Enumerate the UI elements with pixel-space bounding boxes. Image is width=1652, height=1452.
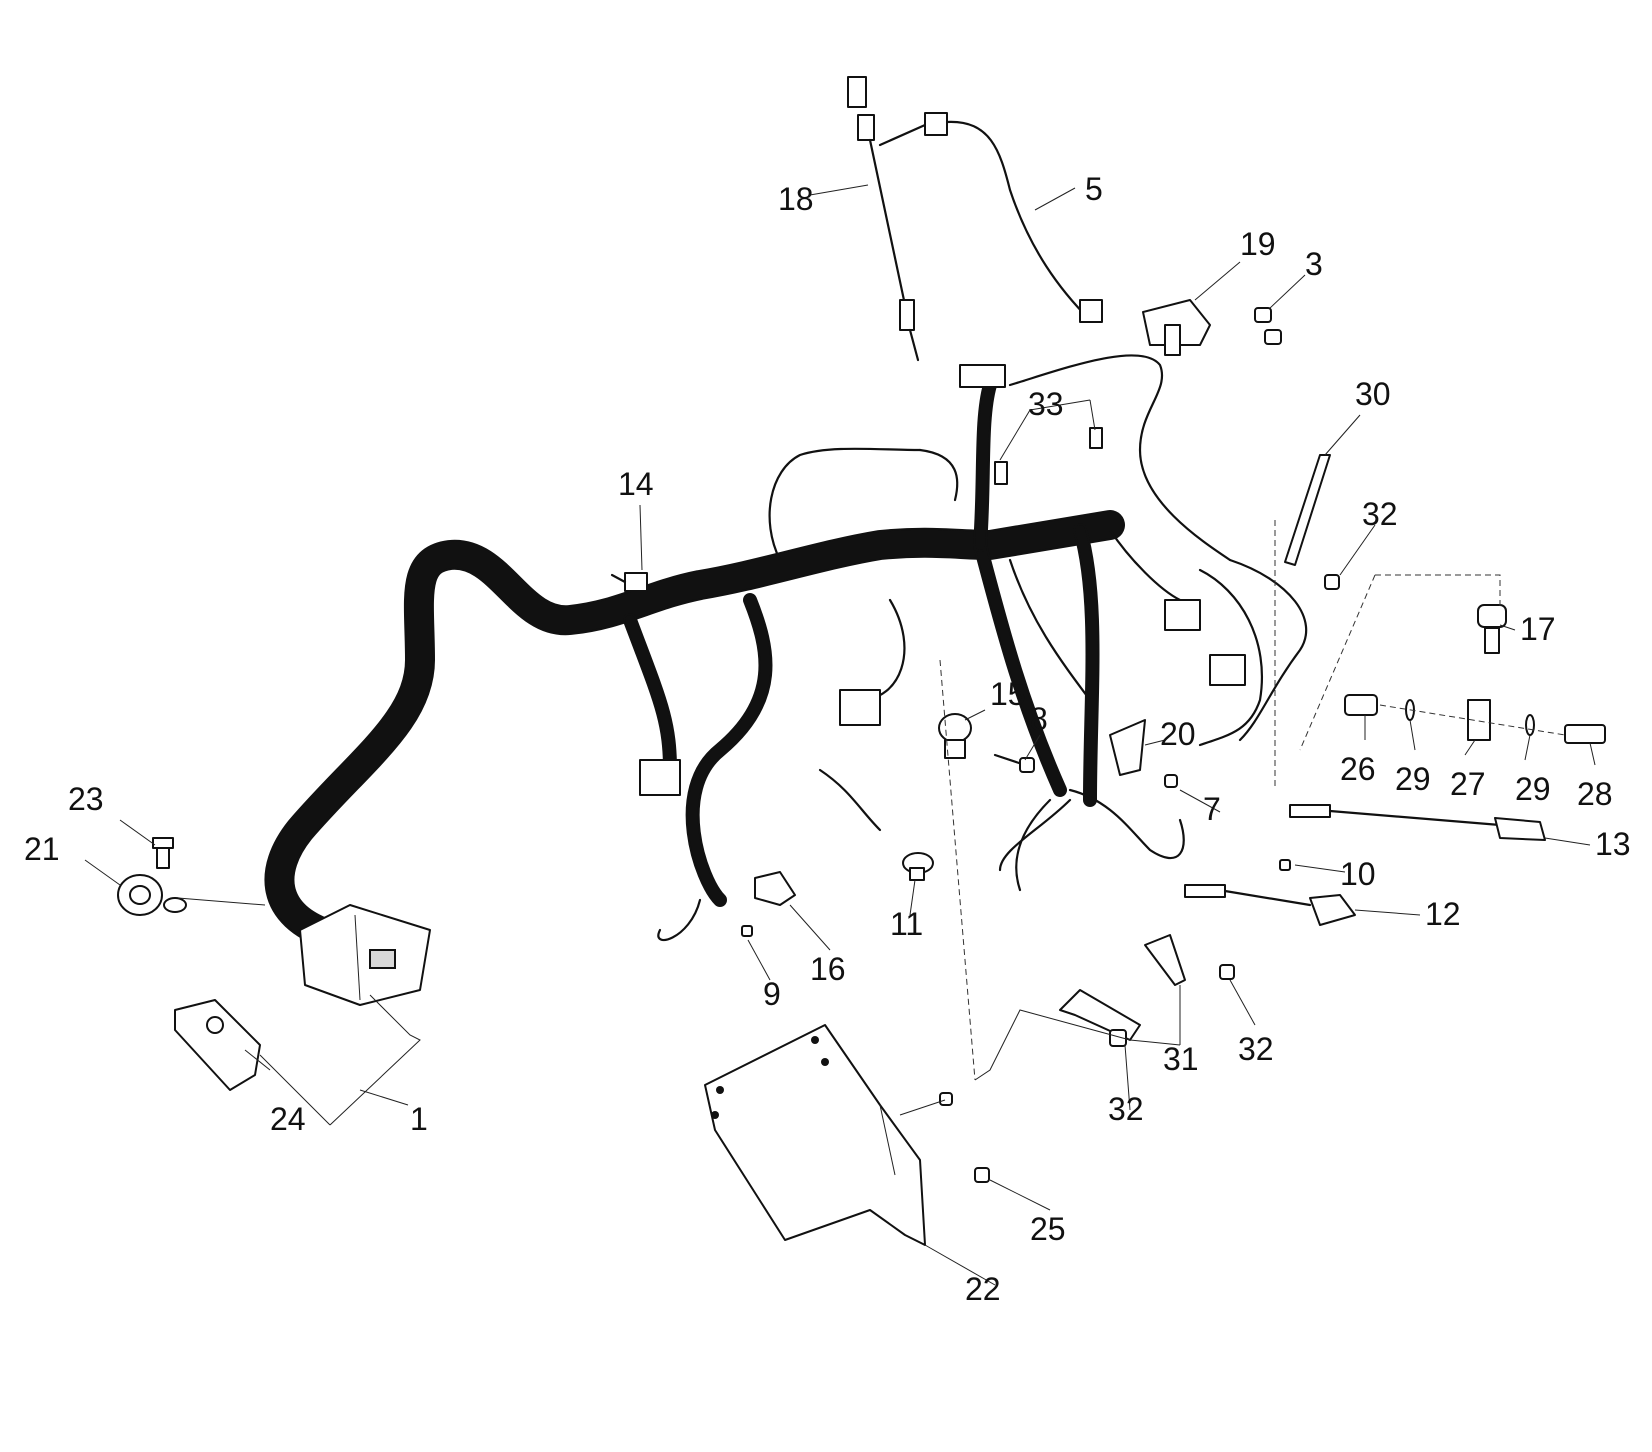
callout-19: 19 xyxy=(1240,226,1276,262)
sensor-11 xyxy=(902,852,934,881)
bolt-32-a xyxy=(1109,1029,1127,1047)
bolt-9 xyxy=(741,925,753,937)
connector-upper xyxy=(959,364,1006,388)
bolts-33 xyxy=(994,427,1103,485)
sensor-12 xyxy=(1184,884,1356,926)
connector-main xyxy=(839,689,881,726)
callout-24: 24 xyxy=(270,1101,306,1137)
fitting-26 xyxy=(1344,694,1378,716)
callout-12: 12 xyxy=(1425,896,1461,932)
callout-5: 5 xyxy=(1085,171,1103,207)
bracket-bar-30 xyxy=(1284,454,1331,566)
bracket-31 xyxy=(1059,934,1186,1041)
fitting-27 xyxy=(1467,699,1491,741)
main-harness-trunk xyxy=(264,378,1125,950)
callout-16: 16 xyxy=(810,951,846,987)
callout-29-a: 29 xyxy=(1395,761,1431,797)
callout-8: 8 xyxy=(1030,701,1048,737)
callout-13: 13 xyxy=(1595,826,1631,862)
callout-20: 20 xyxy=(1160,716,1196,752)
fitting-28 xyxy=(1564,724,1606,744)
oring-29-b xyxy=(1525,714,1535,736)
lambda-sensor-5 xyxy=(878,112,1103,323)
screw-10 xyxy=(1279,859,1291,871)
bolt-32-b xyxy=(1219,964,1235,980)
connector-right-2 xyxy=(1209,654,1246,686)
callout-1: 1 xyxy=(410,1101,428,1137)
pressure-sensor-17 xyxy=(1477,604,1507,654)
callout-10: 10 xyxy=(1340,856,1376,892)
sensor-16 xyxy=(754,871,796,906)
sensor-14 xyxy=(610,572,648,592)
callout-labels: 1 3 5 7 8 9 10 11 12 13 14 15 16 17 18 1… xyxy=(24,171,1631,1307)
callout-33: 33 xyxy=(1028,386,1064,422)
callout-32-a: 32 xyxy=(1362,496,1398,532)
callout-29-b: 29 xyxy=(1515,771,1551,807)
bolt-32-c xyxy=(1324,574,1340,590)
nut-7 xyxy=(1164,774,1178,788)
callout-14: 14 xyxy=(618,466,654,502)
callout-23: 23 xyxy=(68,781,104,817)
ecu-module xyxy=(299,904,431,1006)
callout-15: 15 xyxy=(990,676,1026,712)
callout-11: 11 xyxy=(890,906,923,942)
leader-lines xyxy=(84,184,1596,1286)
bolt-8 xyxy=(993,753,1035,773)
sensor-13 xyxy=(1289,804,1546,841)
callout-26: 26 xyxy=(1340,751,1376,787)
callout-9: 9 xyxy=(763,976,781,1012)
screws-3 xyxy=(1254,307,1282,345)
bolt-23 xyxy=(152,837,174,869)
callout-17: 17 xyxy=(1520,611,1556,647)
connector-left xyxy=(639,759,681,796)
clamp-21 xyxy=(117,874,187,916)
callout-31: 31 xyxy=(1163,1041,1199,1077)
callout-32-c: 32 xyxy=(1108,1091,1144,1127)
shield-plate-22 xyxy=(704,1024,926,1246)
nut-25 xyxy=(974,1167,990,1183)
callout-25: 25 xyxy=(1030,1211,1066,1247)
connector-right-1 xyxy=(1164,599,1201,631)
callout-30: 30 xyxy=(1355,376,1391,412)
callout-18: 18 xyxy=(778,181,814,217)
callout-21: 21 xyxy=(24,831,60,867)
callout-28: 28 xyxy=(1577,776,1613,812)
temperature-probe-18 xyxy=(847,76,920,362)
nut-plate xyxy=(939,1092,953,1106)
callout-7: 7 xyxy=(1203,791,1221,827)
callout-22: 22 xyxy=(965,1271,1001,1307)
knock-sensor-15 xyxy=(938,713,972,759)
bracket-24 xyxy=(174,999,261,1091)
bracket-20 xyxy=(1109,719,1146,776)
dashed-alignment-lines xyxy=(939,520,1566,1081)
callout-32-b: 32 xyxy=(1238,1031,1274,1067)
map-sensor-19 xyxy=(1142,299,1211,356)
callout-27: 27 xyxy=(1450,766,1486,802)
callout-3: 3 xyxy=(1305,246,1323,282)
